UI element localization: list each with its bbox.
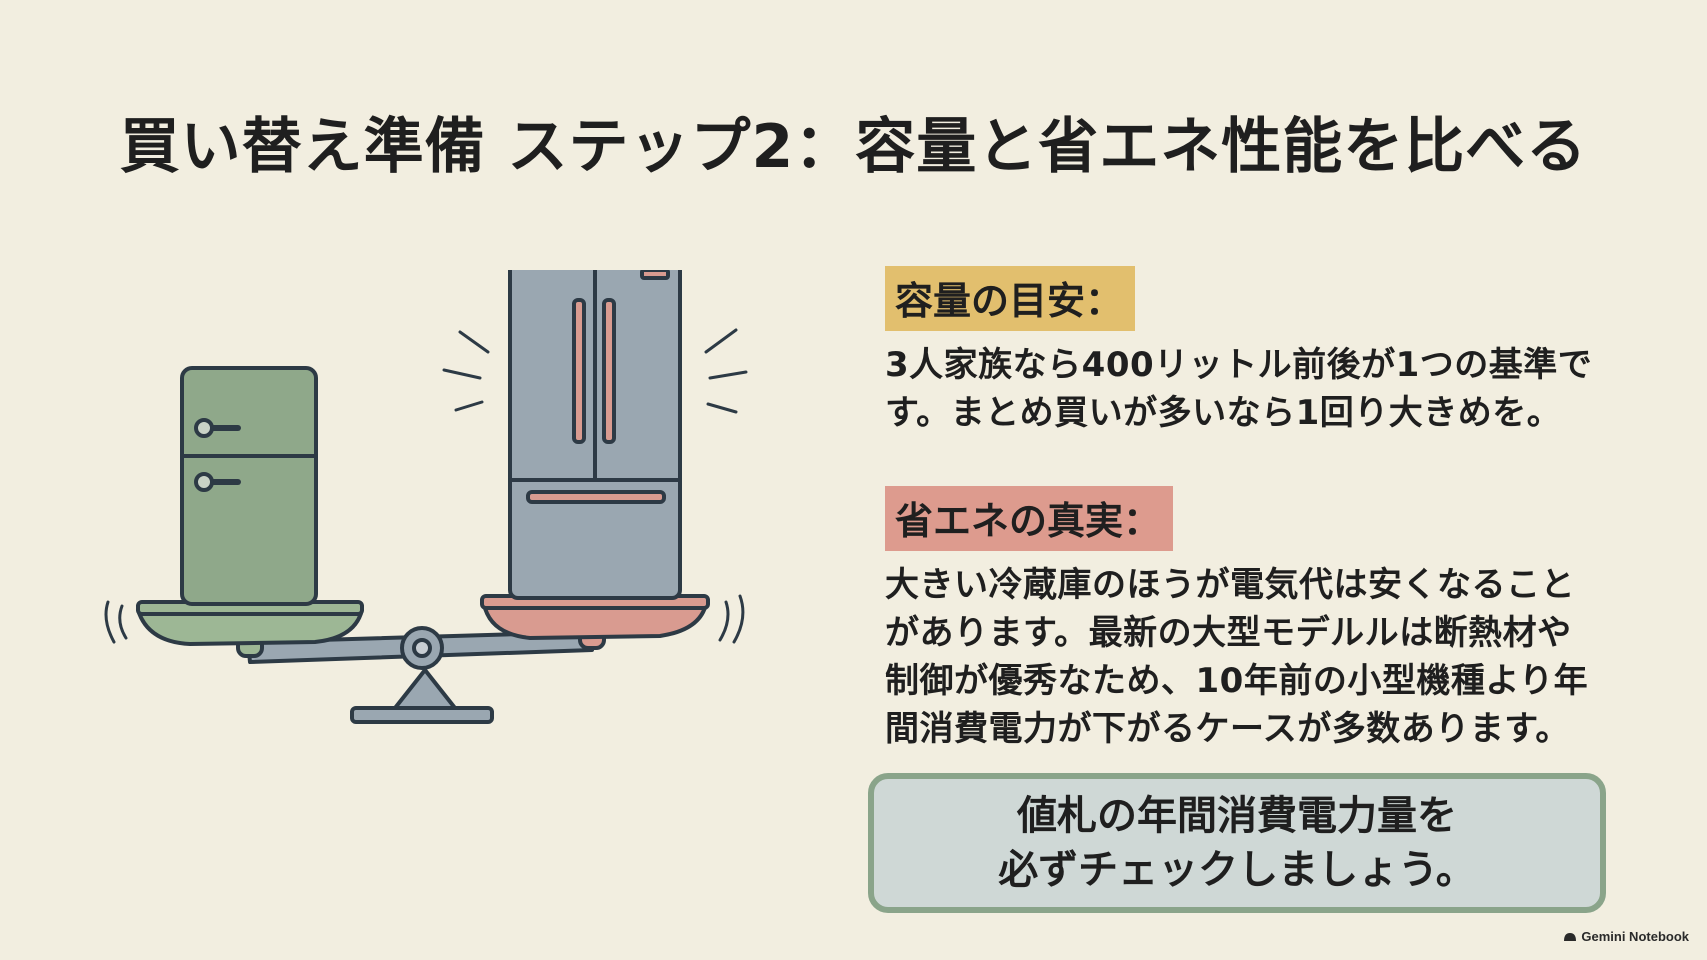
slide-title: 買い替え準備 ステップ2：容量と省エネ性能を比べる (119, 112, 1588, 182)
scale-base (350, 706, 494, 724)
large-fridge (508, 270, 682, 600)
energy-label: 省エネの真実： (885, 486, 1174, 551)
callout-text: 値札の年間消費電力量を 必ずチェックしましょう。 (998, 793, 1476, 893)
left-pan (136, 608, 364, 646)
motion-lines (104, 328, 748, 644)
energy-text: 大きい冷蔵庫のほうが電気代は安くなること があります。最新の大型モデルルは断熱材… (885, 565, 1589, 749)
branding: Gemini Notebook (1563, 929, 1689, 944)
small-fridge (180, 366, 318, 606)
notebook-icon (1564, 932, 1577, 941)
right-pan (482, 602, 708, 640)
scale-stand (393, 668, 457, 710)
scale-illustration (104, 270, 748, 724)
capacity-label: 容量の目安： (885, 266, 1136, 331)
energy-section: 省エネの真実： 大きい冷蔵庫のほうが電気代は安くなること があります。最新の大型… (885, 486, 1625, 753)
capacity-section: 容量の目安： 3人家族なら400リットル前後が1つの基準で す。まとめ買いが多い… (885, 266, 1625, 437)
callout-box: 値札の年間消費電力量を 必ずチェックしましょう。 (868, 773, 1606, 913)
capacity-text: 3人家族なら400リットル前後が1つの基準で す。まとめ買いが多いなら1回り大き… (885, 345, 1593, 433)
branding-text: Gemini Notebook (1581, 929, 1689, 944)
